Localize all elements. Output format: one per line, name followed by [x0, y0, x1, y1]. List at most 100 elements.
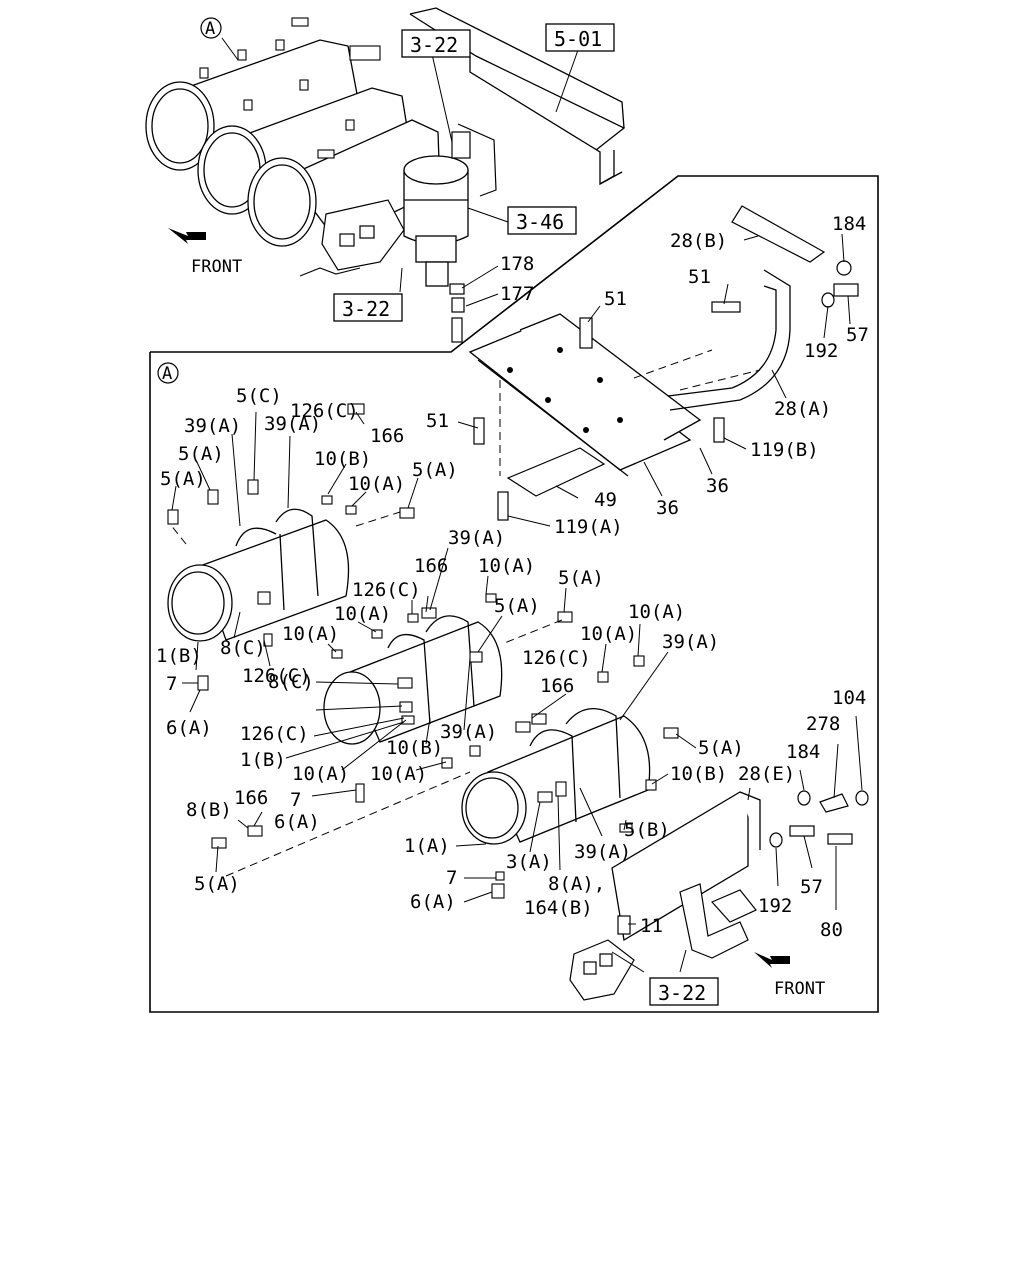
label-51-center: 51 [604, 288, 627, 310]
leader-lines [169, 37, 863, 973]
label-39a-3: 39(A) [448, 527, 505, 549]
label-5a-1: 5(A) [178, 443, 224, 465]
ref-5-01: 5-01 [554, 27, 602, 51]
label-1b-2: 1(B) [240, 749, 286, 771]
ref-box-5-01 [545, 23, 615, 52]
label-8a: 8(A), [548, 873, 605, 895]
label-7-3: 7 [446, 867, 457, 889]
label-126c-2: 126(C) [242, 665, 311, 687]
label-192-bottom: 192 [758, 895, 792, 917]
label-126c-3: 126(C) [352, 579, 421, 601]
label-10b-1: 10(B) [314, 448, 371, 470]
label-166-mid2: 166 [540, 675, 574, 697]
overview-valve [321, 199, 405, 271]
label-36-left: 36 [656, 497, 679, 519]
tank-middle-straps [387, 615, 475, 725]
label-51-right: 51 [688, 266, 711, 288]
label-39a-2: 39(A) [264, 413, 321, 435]
label-278: 278 [806, 713, 840, 735]
label-126c-top: 126(C) [290, 400, 359, 422]
callout-a-detail-label: A [162, 364, 172, 384]
tank-upper [167, 519, 350, 642]
label-5a-4: 5(A) [558, 567, 604, 589]
label-80: 80 [820, 919, 843, 941]
label-10a-3: 10(A) [334, 603, 391, 625]
crossmember-holes [507, 347, 623, 433]
label-10a-8: 10(A) [370, 763, 427, 785]
label-28a: 28(A) [774, 398, 831, 420]
plate-49 [506, 447, 606, 497]
tank-lower [461, 715, 651, 845]
callout-a-detail [157, 362, 179, 384]
label-8b: 8(B) [186, 799, 232, 821]
crossmember [468, 313, 702, 477]
label-7-1: 7 [166, 673, 177, 695]
label-6a-2: 6(A) [274, 811, 320, 833]
bracket-28b [731, 205, 826, 263]
label-7-2: 7 [290, 789, 301, 811]
label-49: 49 [594, 489, 617, 511]
fittings-178-177 [449, 283, 465, 343]
ref-box-3-46 [507, 206, 577, 235]
label-10b-3: 10(B) [670, 763, 727, 785]
label-119b: 119(B) [750, 439, 819, 461]
label-5a-3: 5(A) [160, 468, 206, 490]
ref-box-3-22-bottom [649, 977, 719, 1006]
ref-3-46: 3-46 [516, 210, 564, 234]
label-177: 177 [500, 283, 534, 305]
overview-bracket [451, 123, 497, 197]
tank-upper-straps [235, 508, 319, 611]
label-10b-2: 10(B) [386, 737, 443, 759]
label-57-top: 57 [846, 324, 869, 346]
label-28b: 28(B) [670, 230, 727, 252]
label-6a-1: 6(A) [166, 717, 212, 739]
ref-box-3-22-mid [333, 293, 403, 322]
label-57-bottom: 57 [800, 876, 823, 898]
label-10a-7: 10(A) [292, 763, 349, 785]
label-39a-1: 39(A) [184, 415, 241, 437]
label-10a-4: 10(A) [628, 601, 685, 623]
label-8c-1: 8(C) [220, 637, 266, 659]
bracket-28a [667, 269, 791, 411]
detail-fittings [167, 403, 679, 899]
tank-lower-straps [529, 708, 621, 823]
label-104: 104 [832, 687, 866, 709]
front-label-top: FRONT [191, 257, 242, 277]
detail-frame [149, 175, 879, 1013]
label-164b: 164(B) [524, 897, 593, 919]
label-51-left: 51 [426, 410, 449, 432]
label-166-top: 166 [370, 425, 404, 447]
bracket-28e [611, 791, 761, 942]
label-5a-5: 5(A) [494, 595, 540, 617]
label-5a-7: 5(A) [194, 873, 240, 895]
label-6a-3: 6(A) [410, 891, 456, 913]
label-1b-1: 1(B) [156, 645, 202, 667]
right-small-parts [769, 790, 869, 848]
label-10a-1: 10(A) [348, 473, 405, 495]
ref-3-22-mid: 3-22 [342, 297, 390, 321]
label-5b: 5(B) [624, 819, 670, 841]
label-5c: 5(C) [236, 385, 282, 407]
label-8c-2: 8(C) [268, 671, 314, 693]
front-arrow-top [168, 228, 206, 244]
label-119a: 119(A) [554, 516, 623, 538]
label-5a-2: 5(A) [412, 459, 458, 481]
label-184-bottom: 184 [786, 741, 820, 763]
label-39a-5: 39(A) [440, 721, 497, 743]
detail-bolts [473, 260, 859, 521]
label-10a-6: 10(A) [580, 623, 637, 645]
front-label-bottom: FRONT [774, 979, 825, 999]
front-arrow-bottom [754, 952, 790, 968]
overview-fittings [199, 17, 381, 159]
label-178: 178 [500, 253, 534, 275]
label-11: 11 [640, 915, 663, 937]
overview-harness [299, 267, 361, 277]
label-28e: 28(E) [738, 763, 795, 785]
label-184-top: 184 [832, 213, 866, 235]
label-36-right: 36 [706, 475, 729, 497]
label-166-low: 166 [234, 787, 268, 809]
callout-a-top-label: A [205, 19, 215, 39]
label-126c-5: 126(C) [240, 723, 309, 745]
lower-bracket-bottom [679, 883, 757, 959]
